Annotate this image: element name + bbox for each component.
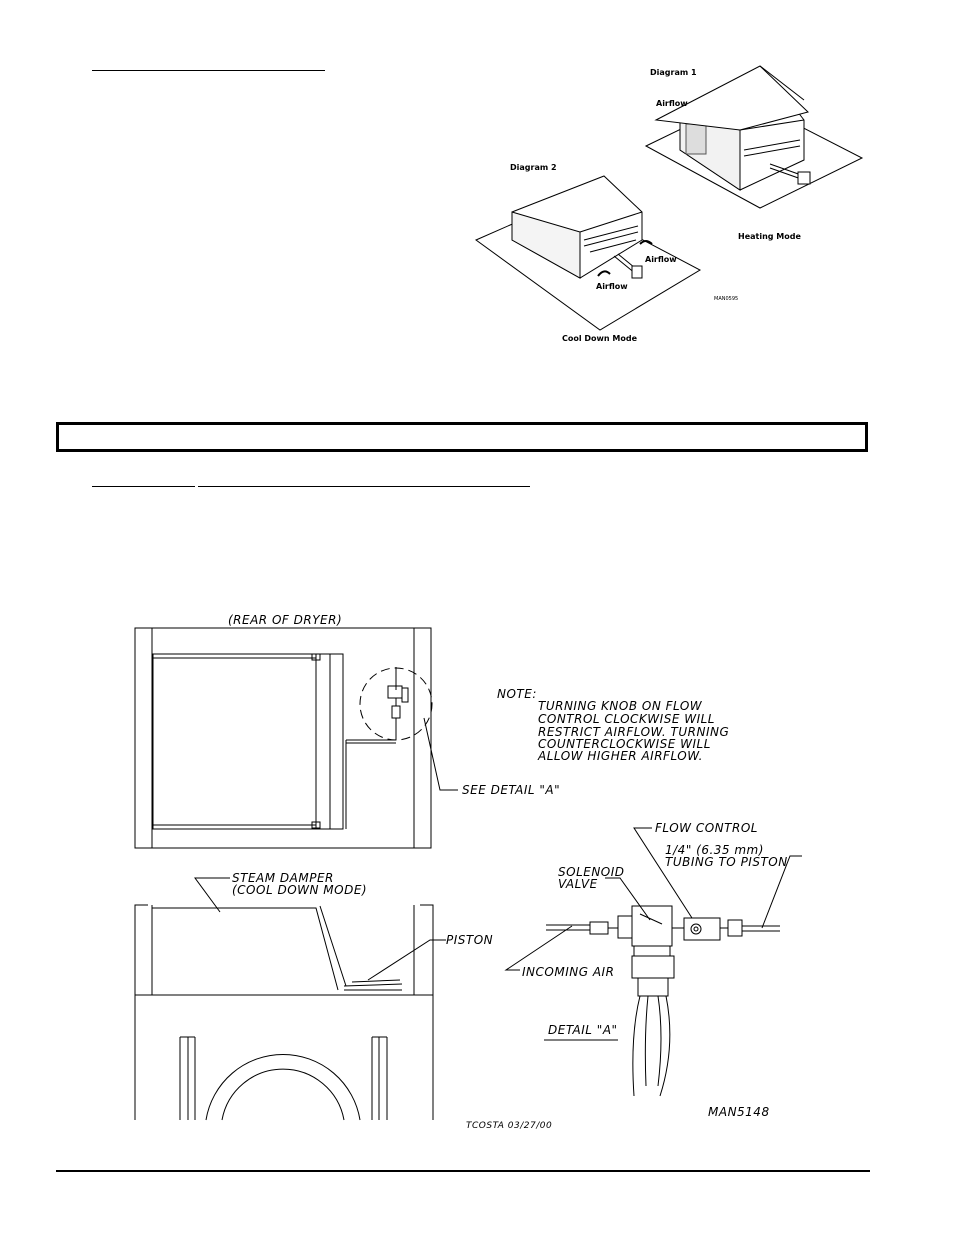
tubing-label-line2: TUBING TO PISTON <box>665 855 788 869</box>
section-heading-underline <box>92 70 325 71</box>
note-line-5: ALLOW HIGHER AIRFLOW. <box>538 749 703 763</box>
note-line-2: CONTROL CLOCKWISE WILL <box>538 712 715 726</box>
heating-mode-label: Heating Mode <box>738 232 801 241</box>
note-title: NOTE: <box>497 687 537 701</box>
rear-of-dryer-label: (REAR OF DRYER) <box>228 613 343 627</box>
subsection-heading-underline-a <box>92 486 195 487</box>
section-banner-box <box>56 422 868 452</box>
incoming-air-label: INCOMING AIR <box>522 965 615 979</box>
top-drawing-number: MAN0595 <box>714 296 739 302</box>
steam-damper-label-line1: STEAM DAMPER <box>232 871 334 885</box>
steam-damper-label-line2: (COOL DOWN MODE) <box>232 883 368 897</box>
diagram2-airflow-label-right: Airflow <box>645 255 677 264</box>
detail-a-label: DETAIL "A" <box>548 1023 618 1037</box>
footer-rule <box>56 1170 870 1172</box>
diagram2-label: Diagram 2 <box>510 163 557 172</box>
solenoid-valve-label-line2: VALVE <box>558 877 598 891</box>
flow-control-label: FLOW CONTROL <box>655 821 758 835</box>
note-line-1: TURNING KNOB ON FLOW <box>538 699 703 713</box>
note-line-4: COUNTERCLOCKWISE WILL <box>538 737 711 751</box>
see-detail-label: SEE DETAIL "A" <box>462 783 561 797</box>
author-date: TCOSTA 03/27/00 <box>466 1121 553 1131</box>
diagram2-airflow-label-left: Airflow <box>596 282 628 291</box>
drawing-number: MAN5148 <box>708 1105 770 1119</box>
solenoid-valve-label-line1: SOLENOID <box>558 865 625 879</box>
note-line-3: RESTRICT AIRFLOW. TURNING <box>538 725 730 739</box>
tubing-label-line1: 1/4" (6.35 mm) <box>665 843 764 857</box>
diagram1-label: Diagram 1 <box>650 68 697 77</box>
piston-label: PISTON <box>446 933 494 947</box>
subsection-heading-underline-b <box>198 486 530 487</box>
diagram1-airflow-label: Airflow <box>656 99 688 108</box>
cool-down-mode-label: Cool Down Mode <box>562 334 638 343</box>
